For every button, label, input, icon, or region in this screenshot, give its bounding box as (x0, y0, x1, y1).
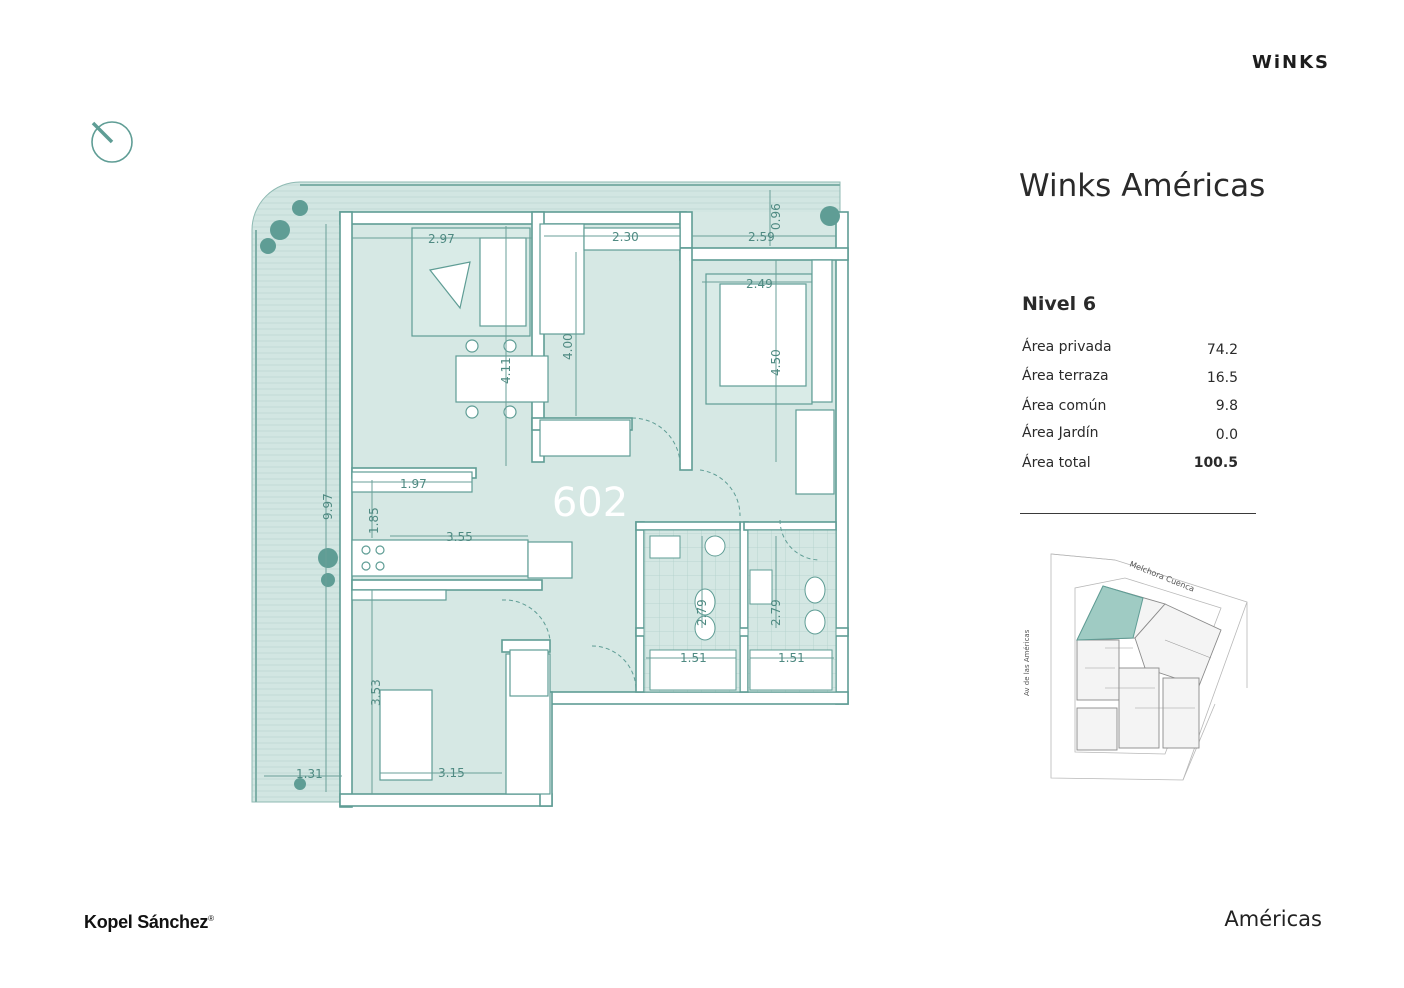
door-swings (501, 417, 821, 691)
area-value: 74.2 (1206, 342, 1238, 358)
dim-total-depth: 9.97 (321, 493, 335, 520)
area-label: Área total (1022, 455, 1091, 471)
dim-master-width: 2.59 (748, 230, 775, 244)
area-label: Área terraza (1022, 368, 1109, 384)
street-label-left: Av de las Américas (1023, 629, 1031, 696)
brand-logo: WiNKS (1251, 52, 1330, 73)
dim-living-depth: 4.11 (499, 357, 513, 384)
area-label: Área común (1022, 398, 1107, 414)
dim-bath2-width: 1.51 (778, 651, 805, 665)
dim-bath1-depth: 2.79 (695, 599, 709, 626)
dim-master-bed-width: 2.49 (746, 277, 773, 291)
dim-terrace-depth: 0.96 (769, 203, 783, 230)
area-label: Área privada (1022, 339, 1112, 355)
area-value: 16.5 (1206, 370, 1238, 386)
plants (260, 200, 840, 790)
dim-bed2-width: 2.30 (612, 230, 639, 244)
dim-bed2-depth: 4.00 (561, 333, 575, 360)
area-value: 9.8 (1215, 398, 1238, 414)
street-label-top: Melchora Cuenca (1128, 560, 1196, 594)
registered-mark: ® (208, 914, 214, 923)
bathrooms (643, 529, 837, 693)
dimension-lines (264, 190, 836, 794)
unit-number: 602 (552, 480, 628, 526)
dim-bath2-depth: 2.79 (769, 599, 783, 626)
dim-terrace-width: 1.31 (296, 767, 323, 781)
area-value: 100.5 (1193, 455, 1238, 471)
dim-bath1-width: 1.51 (680, 651, 707, 665)
divider (1020, 513, 1256, 514)
dim-kitchen-height: 1.85 (367, 507, 381, 534)
developer-name: Kopel Sánchez (84, 912, 209, 932)
dim-master-depth: 4.50 (769, 349, 783, 376)
developer-logo: Kopel Sánchez® (84, 912, 214, 933)
dim-bed3-depth: 3.53 (369, 679, 383, 706)
unit-highlight (1076, 585, 1144, 641)
area-label: Área Jardín (1022, 425, 1099, 441)
dim-living-width: 2.97 (428, 232, 455, 246)
dim-bed3-width: 3.15 (438, 766, 465, 780)
furniture (351, 223, 835, 795)
area-value: 0.0 (1215, 427, 1238, 443)
project-logo: Américas (1224, 907, 1322, 931)
north-compass-icon (91, 121, 133, 163)
floor-plan: 2.97 2.30 2.59 2.49 0.96 4.11 4.00 4.50 … (251, 181, 849, 808)
level-label: Nivel 6 (1022, 293, 1097, 315)
location-map: Melchora Cuenca Av de las Américas (1023, 553, 1248, 781)
dim-kitchen-width: 3.55 (446, 530, 473, 544)
project-title: Winks Américas (1019, 168, 1266, 204)
dim-dining-width: 1.97 (400, 477, 427, 491)
